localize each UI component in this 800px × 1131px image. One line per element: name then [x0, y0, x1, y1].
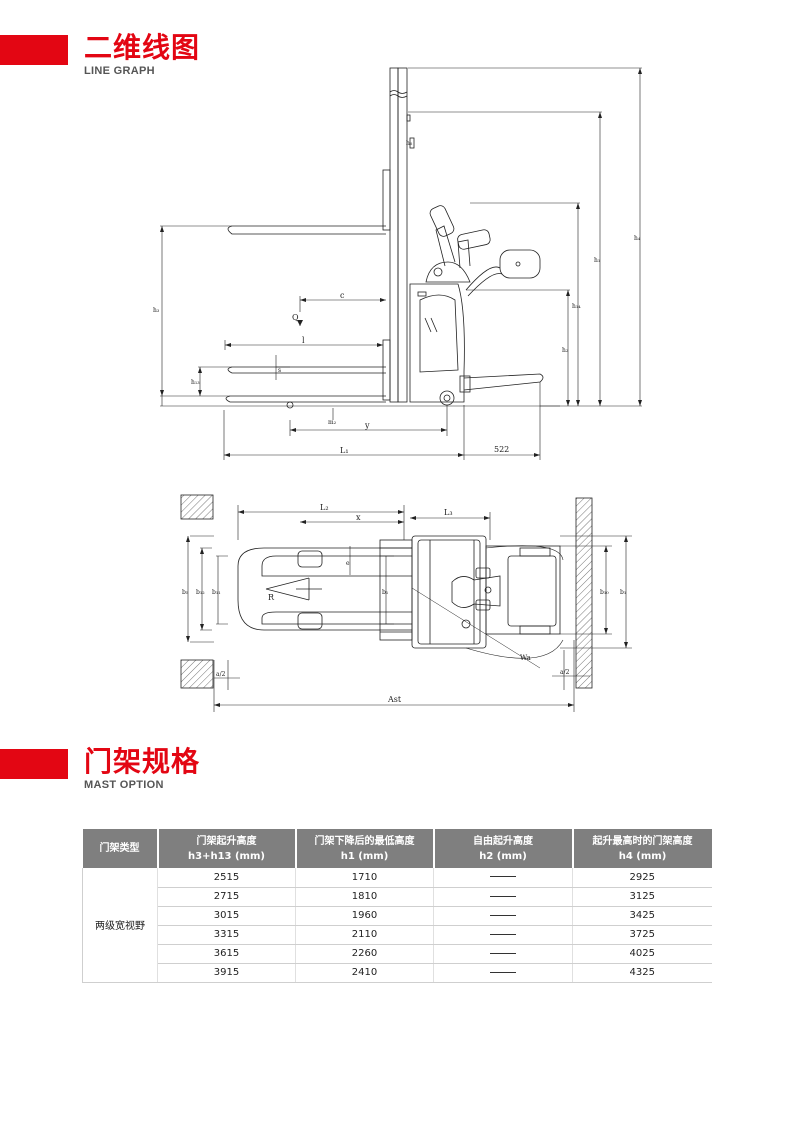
- dim-h6: h₆: [406, 140, 413, 147]
- section-subtitle: LINE GRAPH: [84, 65, 155, 77]
- cell-extended: 4325: [572, 963, 712, 983]
- cell-lowered: 2410: [295, 963, 434, 983]
- dim-b12: b₁₂: [196, 589, 205, 596]
- dim-b10: b₁₀: [600, 589, 609, 596]
- dim-a2-left: a/2: [216, 671, 226, 678]
- cell-free: [433, 906, 573, 926]
- dash-mark: [490, 876, 516, 878]
- cell-lowered: 2260: [295, 944, 434, 964]
- dash-mark: [490, 952, 516, 954]
- dim-R: R: [268, 593, 275, 602]
- technical-drawing: c Q l s h₃ h₁₃ m₂ y L₁ 522 h₆ h₄ h₁ h₁₄ …: [153, 67, 642, 712]
- truck-body: [409, 283, 465, 403]
- mast-inner: [397, 67, 408, 403]
- cell-extended: 3725: [572, 925, 712, 945]
- table-row: 3315 2110 3725: [83, 925, 712, 945]
- dim-x: x: [356, 513, 361, 522]
- dim-s: s: [278, 367, 281, 374]
- cell-lift: 3915: [157, 963, 296, 983]
- dim-L2: L₂: [320, 503, 329, 512]
- dim-y: y: [364, 421, 370, 430]
- cell-free: [433, 868, 573, 888]
- cell-free: [433, 944, 573, 964]
- cell-extended: 3125: [572, 887, 712, 907]
- dim-c: c: [340, 291, 345, 300]
- dim-b11: b₁₁: [212, 589, 221, 596]
- dash-mark: [490, 895, 516, 897]
- dim-h1: h₁: [594, 257, 600, 264]
- cell-free: [433, 963, 573, 983]
- table-row: 3015 1960 3425: [83, 906, 712, 926]
- cell-free: [433, 925, 573, 945]
- dim-h3: h₃: [153, 307, 160, 314]
- section-title: 二维线图: [84, 31, 201, 64]
- cell-lowered: 1710: [295, 868, 434, 888]
- dash-mark: [490, 933, 516, 935]
- dim-h13: h₁₃: [191, 379, 200, 386]
- cell-lowered: 1960: [295, 906, 434, 926]
- cell-extended: 4025: [572, 944, 712, 964]
- truck-body-top: [411, 535, 487, 649]
- dim-L1: L₁: [340, 446, 349, 455]
- mast-outer: [389, 67, 399, 403]
- dim-b5: b₅: [182, 589, 189, 596]
- dim-Wa: Wa: [520, 654, 531, 662]
- dim-L3: L₃: [444, 508, 453, 517]
- red-accent-bar: [0, 35, 68, 65]
- dim-l: l: [302, 336, 305, 345]
- cell-lowered: 2110: [295, 925, 434, 945]
- dim-e: e: [346, 560, 350, 567]
- dim-h14: h₁₄: [572, 303, 581, 310]
- dim-h4: h₄: [634, 235, 641, 242]
- cell-extended: 2925: [572, 868, 712, 888]
- dash-mark: [490, 914, 516, 916]
- cell-lift: 2715: [157, 887, 296, 907]
- section-header-line-graph: 二维线图 LINE GRAPH: [0, 30, 260, 90]
- section-subtitle: MAST OPTION: [84, 779, 164, 791]
- dim-b1-right: b₁: [620, 589, 626, 596]
- dash-mark: [490, 971, 516, 973]
- cell-lift: 3315: [157, 925, 296, 945]
- red-accent-bar: [0, 749, 68, 779]
- dim-m2: m₂: [328, 419, 337, 426]
- section-title: 门架规格: [84, 745, 201, 778]
- table-row: 3615 2260 4025: [83, 944, 712, 964]
- table-row: 2715 1810 3125: [83, 887, 712, 907]
- section-header-mast-option: 门架规格 MAST OPTION: [0, 744, 260, 804]
- dim-Q: Q: [292, 313, 299, 322]
- dim-Ast: Ast: [387, 695, 402, 704]
- cell-free: [433, 887, 573, 907]
- cell-lowered: 1810: [295, 887, 434, 907]
- cell-extended: 3425: [572, 906, 712, 926]
- dim-522: 522: [494, 445, 509, 454]
- dim-b1: b₁: [382, 589, 388, 596]
- table-row: 两级宽视野 2515 1710 2925: [82, 868, 712, 983]
- table-row: 3915 2410 4325: [83, 963, 712, 983]
- dim-a2-right: a/2: [560, 669, 570, 676]
- cell-lift: 2515: [157, 868, 296, 888]
- cell-lift: 3615: [157, 944, 296, 964]
- header-mast-type: 门架类型: [82, 829, 159, 868]
- mast-type-cell: 两级宽视野: [82, 868, 158, 983]
- cell-lift: 3015: [157, 906, 296, 926]
- dim-h2: h₂: [562, 347, 569, 354]
